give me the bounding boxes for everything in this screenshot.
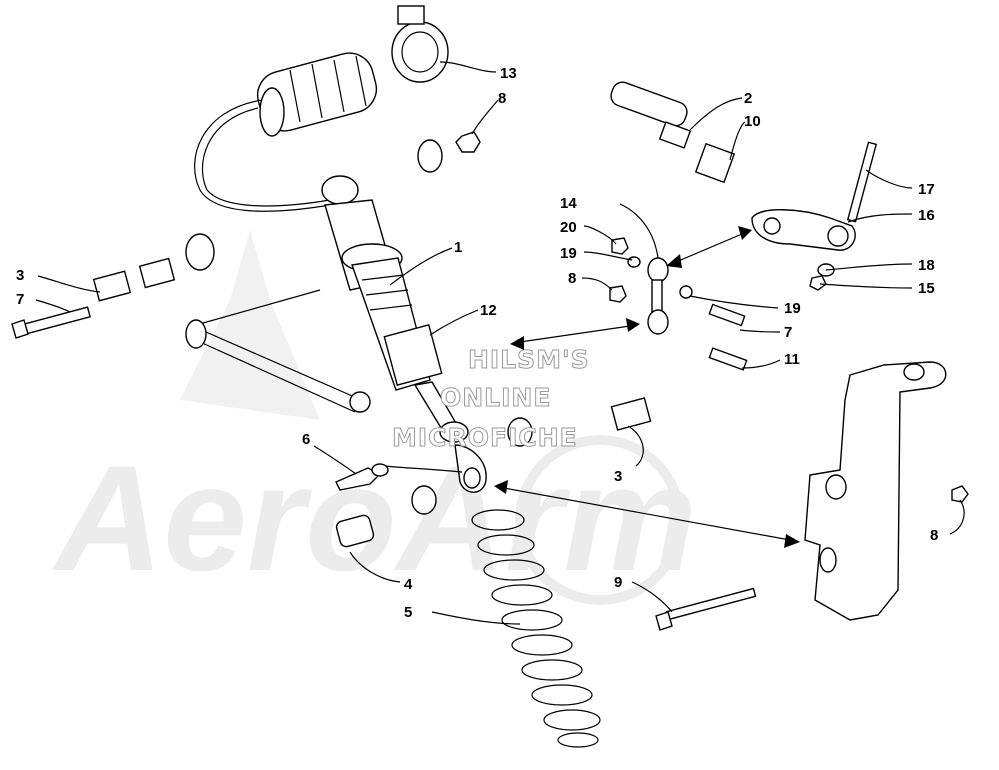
callout-1: 1 bbox=[454, 239, 462, 256]
part-9-bolt-and-frame bbox=[655, 361, 969, 631]
part-cross-shaft bbox=[185, 289, 371, 413]
callout-14: 14 bbox=[560, 195, 577, 212]
callout-19-right: 19 bbox=[784, 300, 801, 317]
callout-18: 18 bbox=[918, 257, 935, 274]
callout-7-right: 7 bbox=[784, 324, 792, 341]
callout-8-mid: 8 bbox=[568, 270, 576, 287]
callout-4: 4 bbox=[404, 576, 413, 593]
part-left-bolt-and-bushings bbox=[11, 233, 215, 339]
watermark-line-2: ONLINE bbox=[440, 383, 551, 412]
callout-12: 12 bbox=[480, 302, 497, 319]
watermark-text: HILSM'S ONLINE MICROFICHE bbox=[392, 345, 590, 453]
watermark-castle-icon bbox=[180, 230, 320, 420]
callout-6: 6 bbox=[302, 431, 310, 448]
callout-17: 17 bbox=[918, 181, 935, 198]
part-13-canister bbox=[194, 5, 449, 212]
part-8-top-nut bbox=[417, 131, 481, 173]
callout-5: 5 bbox=[404, 604, 412, 621]
callout-15: 15 bbox=[918, 280, 935, 297]
callout-10: 10 bbox=[744, 113, 761, 130]
leader-lines bbox=[35, 61, 965, 625]
callout-8-top: 8 bbox=[498, 90, 506, 107]
part-5-spring bbox=[471, 509, 601, 748]
callout-8-right: 8 bbox=[930, 527, 938, 544]
callout-3-left: 3 bbox=[16, 267, 24, 284]
watermark-line-3: MICROFICHE bbox=[392, 423, 578, 452]
callout-13: 13 bbox=[500, 65, 517, 82]
callout-7-left: 7 bbox=[16, 291, 24, 308]
callout-2: 2 bbox=[744, 90, 752, 107]
callout-19-left: 19 bbox=[560, 245, 577, 262]
part-2-actuator-rod bbox=[610, 81, 736, 184]
part-16-arm bbox=[751, 141, 878, 291]
reference-arrows bbox=[494, 226, 800, 548]
callout-16: 16 bbox=[918, 207, 935, 224]
watermark-brand: AeroArm bbox=[51, 434, 697, 602]
callout-3-right: 3 bbox=[614, 468, 622, 485]
part-1-shock-body bbox=[321, 175, 487, 493]
callout-11: 11 bbox=[784, 351, 800, 368]
callout-20: 20 bbox=[560, 219, 577, 236]
part-right-bushing-and-pin bbox=[335, 397, 652, 548]
callout-9: 9 bbox=[614, 574, 622, 591]
watermark-line-1: HILSM'S bbox=[468, 345, 590, 374]
callout-labels: 13 8 2 10 17 16 14 20 19 18 15 8 19 7 11… bbox=[16, 65, 938, 621]
